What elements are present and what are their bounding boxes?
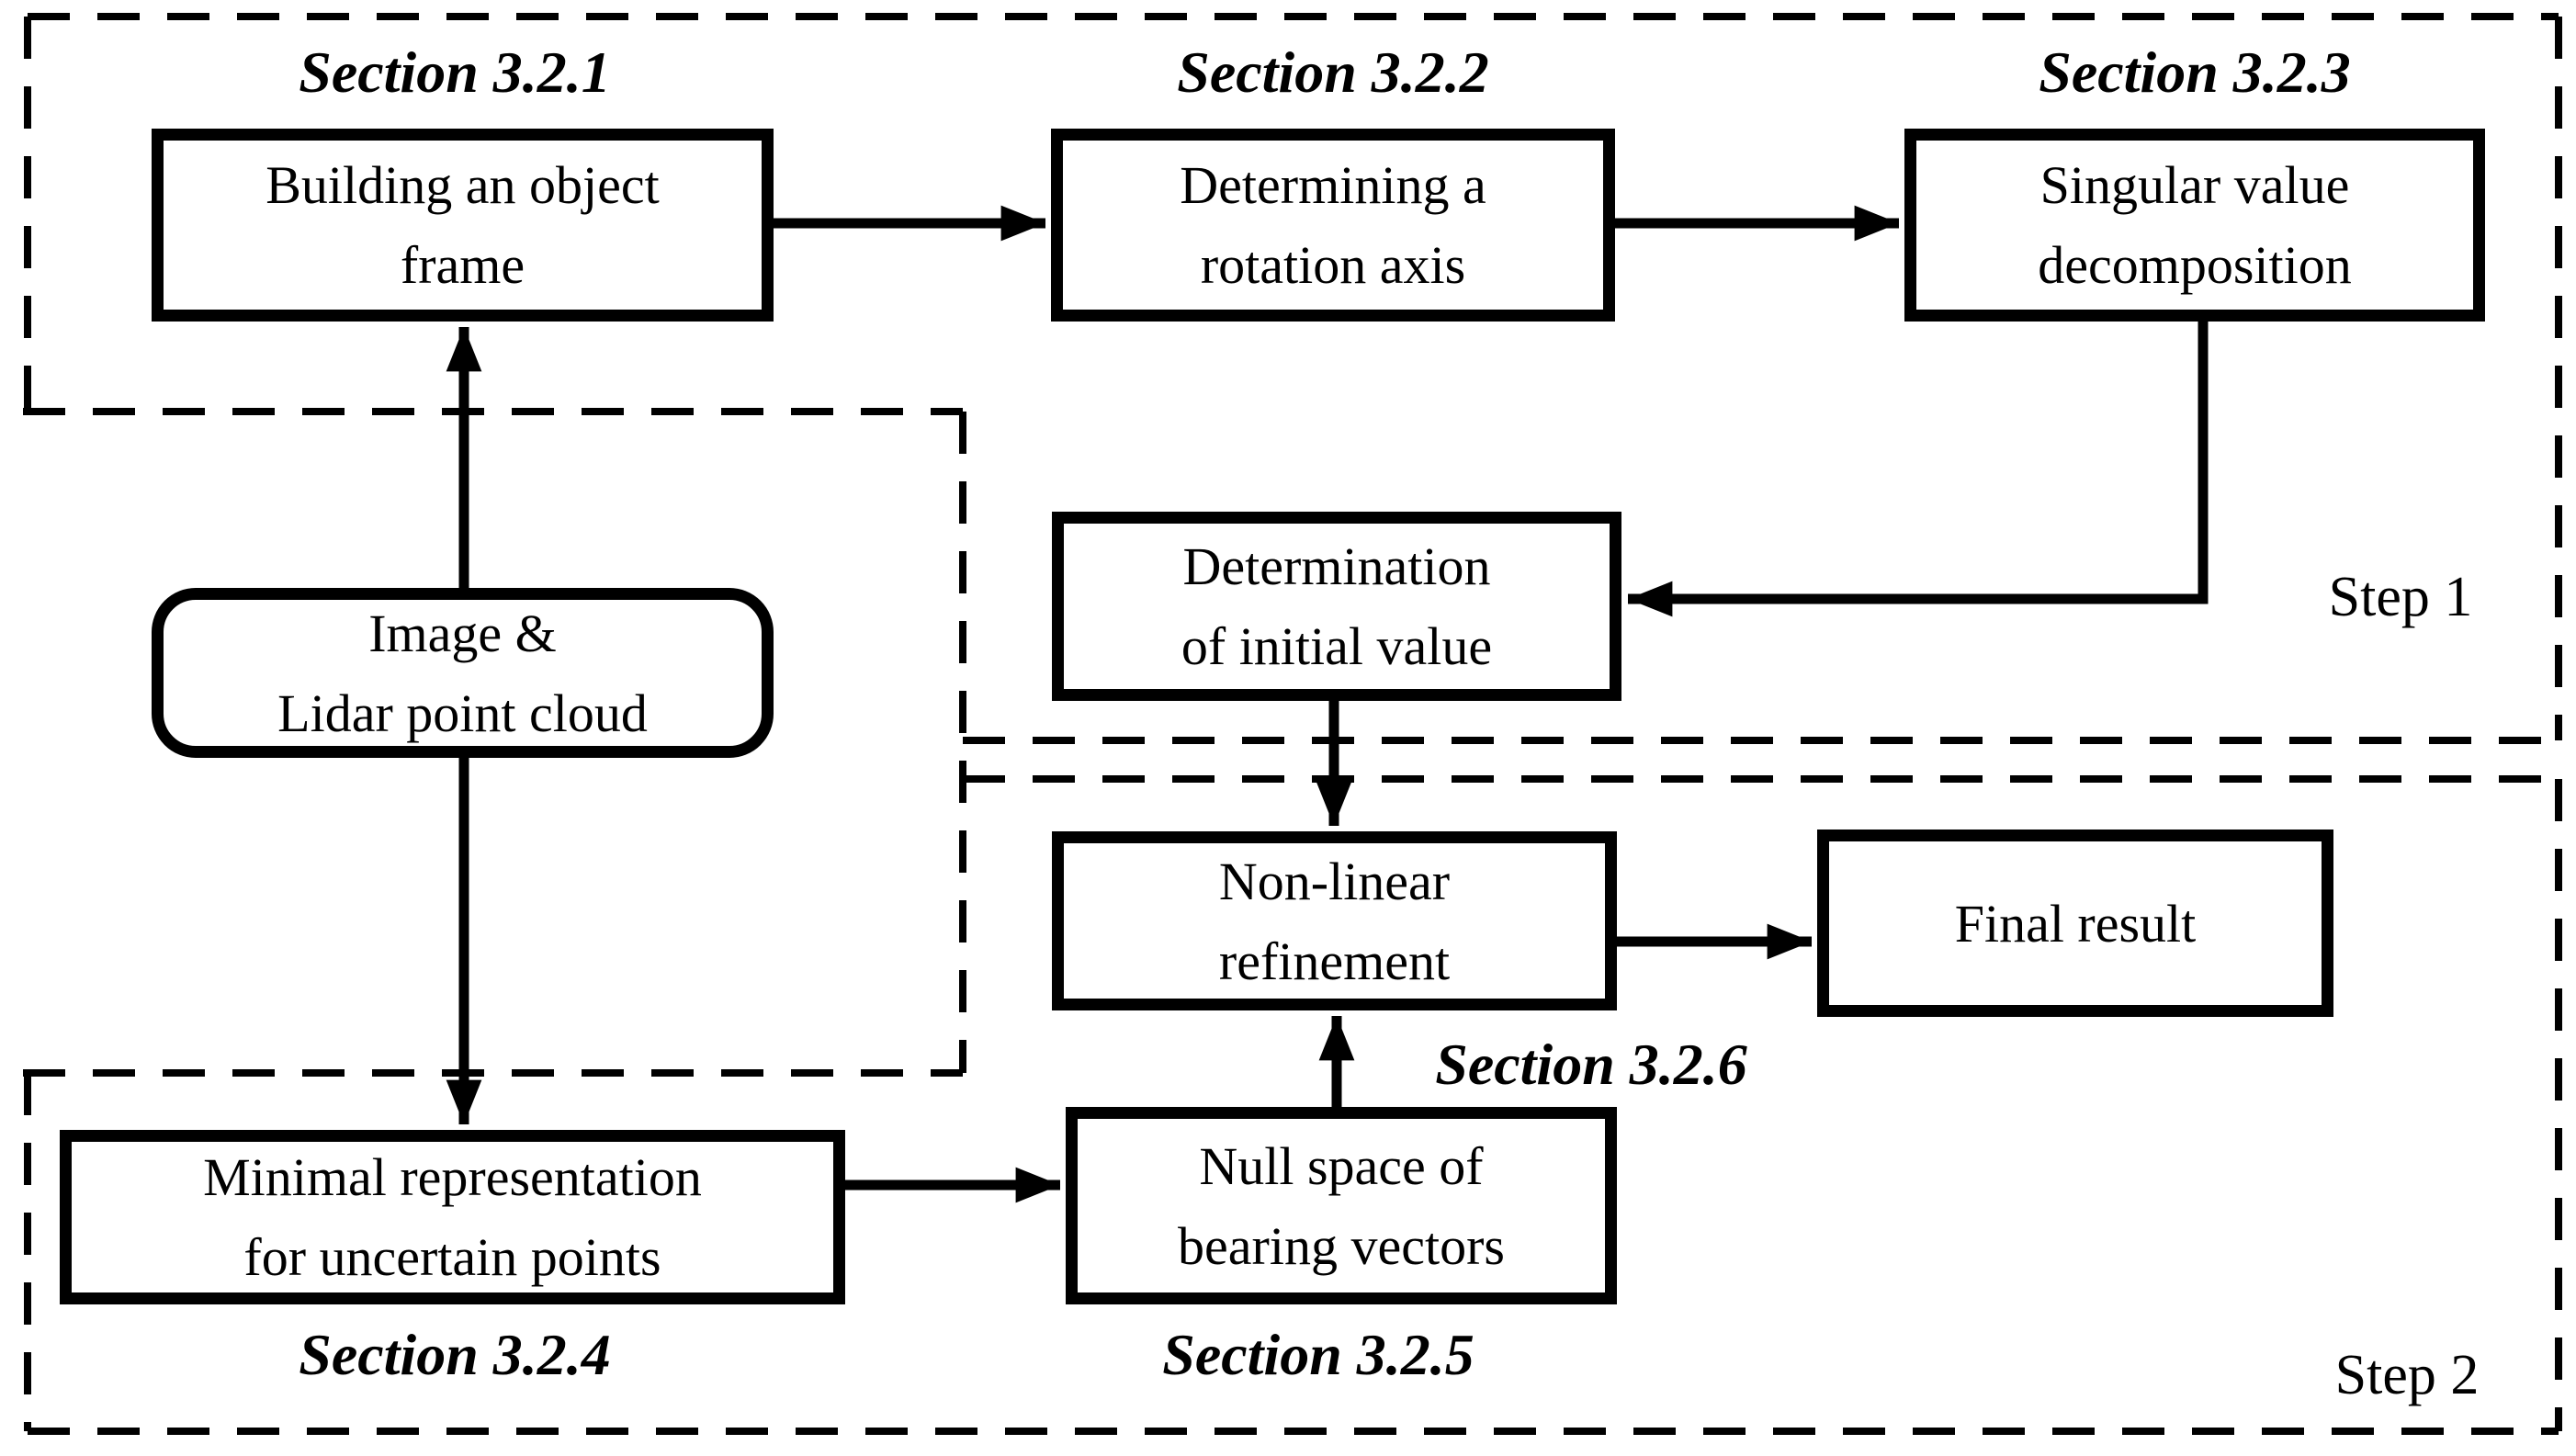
label-section-3-2-5: Section 3.2.5 [1162,1322,1474,1387]
box-singular-value-decomposition: Singular value decomposition [1904,129,2485,322]
box-determining-line1: Determining a [1180,155,1486,215]
box-null-space-bearing-vectors: Null space of bearing vectors [1066,1107,1617,1304]
box-svd-line2: decomposition [2038,235,2352,295]
label-section-3-2-1: Section 3.2.1 [299,40,611,105]
box-minimal-representation: Minimal representation for uncertain poi… [60,1130,845,1304]
box-initial-line2: of initial value [1181,616,1493,676]
box-initial-line1: Determination [1182,536,1491,596]
label-section-3-2-6: Section 3.2.6 [1435,1032,1747,1097]
box-building-line1: Building an object [266,155,660,215]
box-nonlinear-refinement: Non-linear refinement [1052,831,1617,1010]
label-section-3-2-3: Section 3.2.3 [2039,40,2351,105]
label-step-1: Step 1 [2328,566,2473,628]
box-final-result: Final result [1817,830,2333,1017]
label-step-2: Step 2 [2334,1344,2480,1406]
box-nullspace-line2: bearing vectors [1178,1215,1505,1276]
box-minimal-line2: for uncertain points [243,1227,661,1287]
box-nonlinear-line2: refinement [1218,931,1451,991]
box-input-line1: Image & [368,603,557,663]
box-determining-line2: rotation axis [1200,235,1466,295]
box-final-line1: Final result [1954,893,2197,954]
label-section-3-2-4: Section 3.2.4 [299,1322,611,1387]
box-input-line2: Lidar point cloud [277,683,648,743]
box-building-object-frame: Building an object frame [152,129,774,322]
box-nullspace-line1: Null space of [1199,1135,1484,1196]
label-section-3-2-2: Section 3.2.2 [1177,40,1489,105]
box-image-lidar-input: Image & Lidar point cloud [152,588,774,758]
box-nonlinear-line1: Non-linear [1218,851,1451,911]
arrow-svd-to-initial [1628,322,2209,617]
box-determining-rotation-axis: Determining a rotation axis [1051,129,1615,322]
box-determination-initial-value: Determination of initial value [1052,512,1621,701]
box-svd-line1: Singular value [2039,155,2350,215]
box-minimal-line1: Minimal representation [203,1147,702,1207]
box-building-line2: frame [400,235,525,295]
